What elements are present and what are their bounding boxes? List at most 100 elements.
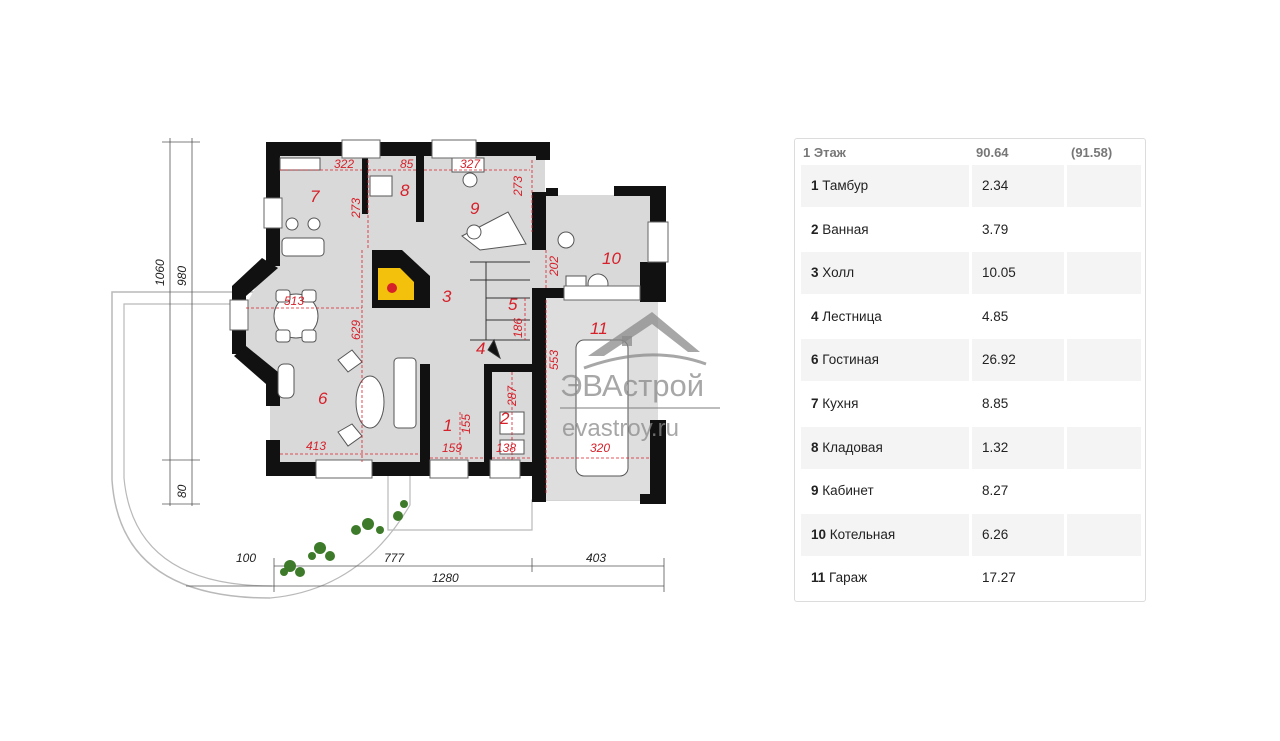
dim-80: 80 — [175, 484, 189, 498]
room-name: Холл — [822, 265, 855, 281]
room-extra — [1067, 339, 1141, 382]
floor-title: 1 Этаж — [803, 145, 846, 160]
room-5-label: 5 — [508, 295, 518, 314]
room-name: Ванная — [822, 221, 869, 237]
table-row: 11 Гараж 17.27 — [801, 557, 1141, 601]
table-row: 8 Кладовая 1.32 — [801, 426, 1141, 471]
room-extra — [1067, 209, 1141, 251]
windows — [229, 139, 669, 479]
room-8-label: 8 — [400, 181, 410, 200]
room-extra — [1067, 513, 1141, 556]
room-area: 17.27 — [982, 570, 1016, 586]
dim-1280: 1280 — [432, 571, 459, 585]
room-11-label: 11 — [590, 319, 608, 338]
room-number: 9 — [811, 483, 819, 499]
dim-1060: 1060 — [153, 259, 167, 286]
table-rows: 1 Тамбур 2.34 2 Ванная 3.79 3 Холл 10.05… — [801, 165, 1141, 601]
room-area: 3.79 — [982, 221, 1009, 237]
plants-decoration — [280, 500, 408, 577]
room-7-label: 7 — [310, 187, 320, 206]
room-1-label: 1 — [443, 416, 452, 435]
watermark-site: evastroy.ru — [562, 415, 679, 442]
room-4-label: 4 — [476, 339, 485, 358]
table-row: 3 Холл 10.05 — [801, 252, 1141, 296]
room-name: Котельная — [829, 526, 896, 542]
dim-85: 85 — [400, 157, 414, 171]
room-3-label: 3 — [442, 287, 452, 306]
path-outline — [269, 470, 411, 599]
table-row: 9 Кабинет 8.27 — [801, 470, 1141, 514]
interior-dimension-lines — [246, 160, 650, 494]
walls — [232, 142, 666, 504]
dim-138: 138 — [496, 441, 516, 455]
table-row: 1 Тамбур 2.34 — [801, 165, 1141, 209]
room-extra — [1067, 426, 1141, 469]
room-number: 1 — [811, 178, 819, 193]
room-number: 4 — [811, 308, 819, 324]
dim-322: 322 — [334, 157, 354, 171]
table-header: 1 Этаж 90.64 (91.58) — [795, 139, 1145, 165]
floor-total-area: 90.64 — [976, 145, 1009, 160]
staircase — [470, 261, 530, 360]
table-row: 2 Ванная 3.79 — [801, 209, 1141, 253]
dim-202: 202 — [547, 256, 561, 277]
dim-413: 413 — [306, 439, 326, 453]
table-row: 4 Лестница 4.85 — [801, 296, 1141, 340]
room-extra — [1067, 165, 1141, 207]
dim-403: 403 — [586, 551, 606, 565]
room-number: 11 — [811, 570, 826, 586]
dim-273-left: 273 — [349, 198, 363, 219]
room-area: 10.05 — [972, 252, 1064, 295]
room-area: 8.27 — [982, 483, 1009, 499]
fireplace — [372, 250, 430, 308]
room-extra — [1067, 296, 1141, 338]
room-name: Кухня — [822, 395, 859, 411]
dim-155: 155 — [459, 414, 473, 434]
terrace-outline-inner — [123, 303, 273, 587]
room-area: 8.85 — [982, 395, 1009, 411]
room-number: 2 — [811, 221, 819, 237]
outer-dimension-lines — [162, 138, 665, 592]
room-name: Лестница — [822, 308, 882, 324]
room-extra — [1067, 252, 1141, 295]
table-row: 7 Кухня 8.85 — [801, 383, 1141, 427]
room-area: 6.26 — [972, 513, 1064, 556]
room-name: Гостиная — [822, 352, 879, 368]
dim-327: 327 — [460, 157, 481, 171]
dim-629: 629 — [349, 320, 363, 340]
floor-total-area-alt: (91.58) — [1071, 145, 1113, 160]
room-9-label: 9 — [470, 199, 480, 218]
watermark-name: ЭВАстрой — [560, 368, 704, 403]
room-name: Гараж — [829, 570, 868, 586]
dim-553: 553 — [547, 350, 561, 370]
room-name: Кладовая — [822, 439, 883, 455]
room-number: 8 — [811, 439, 819, 455]
room-number: 3 — [811, 265, 819, 281]
dim-320: 320 — [590, 441, 610, 455]
table-row: 6 Гостиная 26.92 — [801, 339, 1141, 383]
house-logo-icon — [588, 312, 700, 356]
room-area: 4.85 — [982, 308, 1009, 324]
floor-plan: 1 2 3 4 5 6 7 8 9 10 11 322 85 327 273 2… — [111, 138, 720, 599]
room-name: Тамбур — [822, 178, 869, 193]
room-extra — [1067, 470, 1141, 512]
room-10-label: 10 — [602, 249, 621, 268]
dim-513: 513 — [284, 294, 304, 308]
room-number: 6 — [811, 352, 819, 368]
room-extra — [1067, 557, 1141, 599]
dim-980: 980 — [175, 266, 189, 286]
dim-777: 777 — [384, 551, 405, 565]
room-number: 7 — [811, 395, 819, 411]
terrace-outline — [111, 291, 271, 599]
dim-287: 287 — [505, 385, 519, 407]
room-6-label: 6 — [318, 389, 328, 408]
watermark: ЭВАстрой evastroy.ru — [560, 312, 720, 442]
dim-100: 100 — [236, 551, 256, 565]
dim-273-right: 273 — [511, 176, 525, 197]
room-2-label: 2 — [499, 409, 510, 428]
room-area: 2.34 — [972, 165, 1064, 207]
room-area: 1.32 — [972, 426, 1064, 469]
room-name: Кабинет — [822, 483, 874, 499]
dim-159: 159 — [442, 441, 462, 455]
table-row: 10 Котельная 6.26 — [801, 513, 1141, 558]
